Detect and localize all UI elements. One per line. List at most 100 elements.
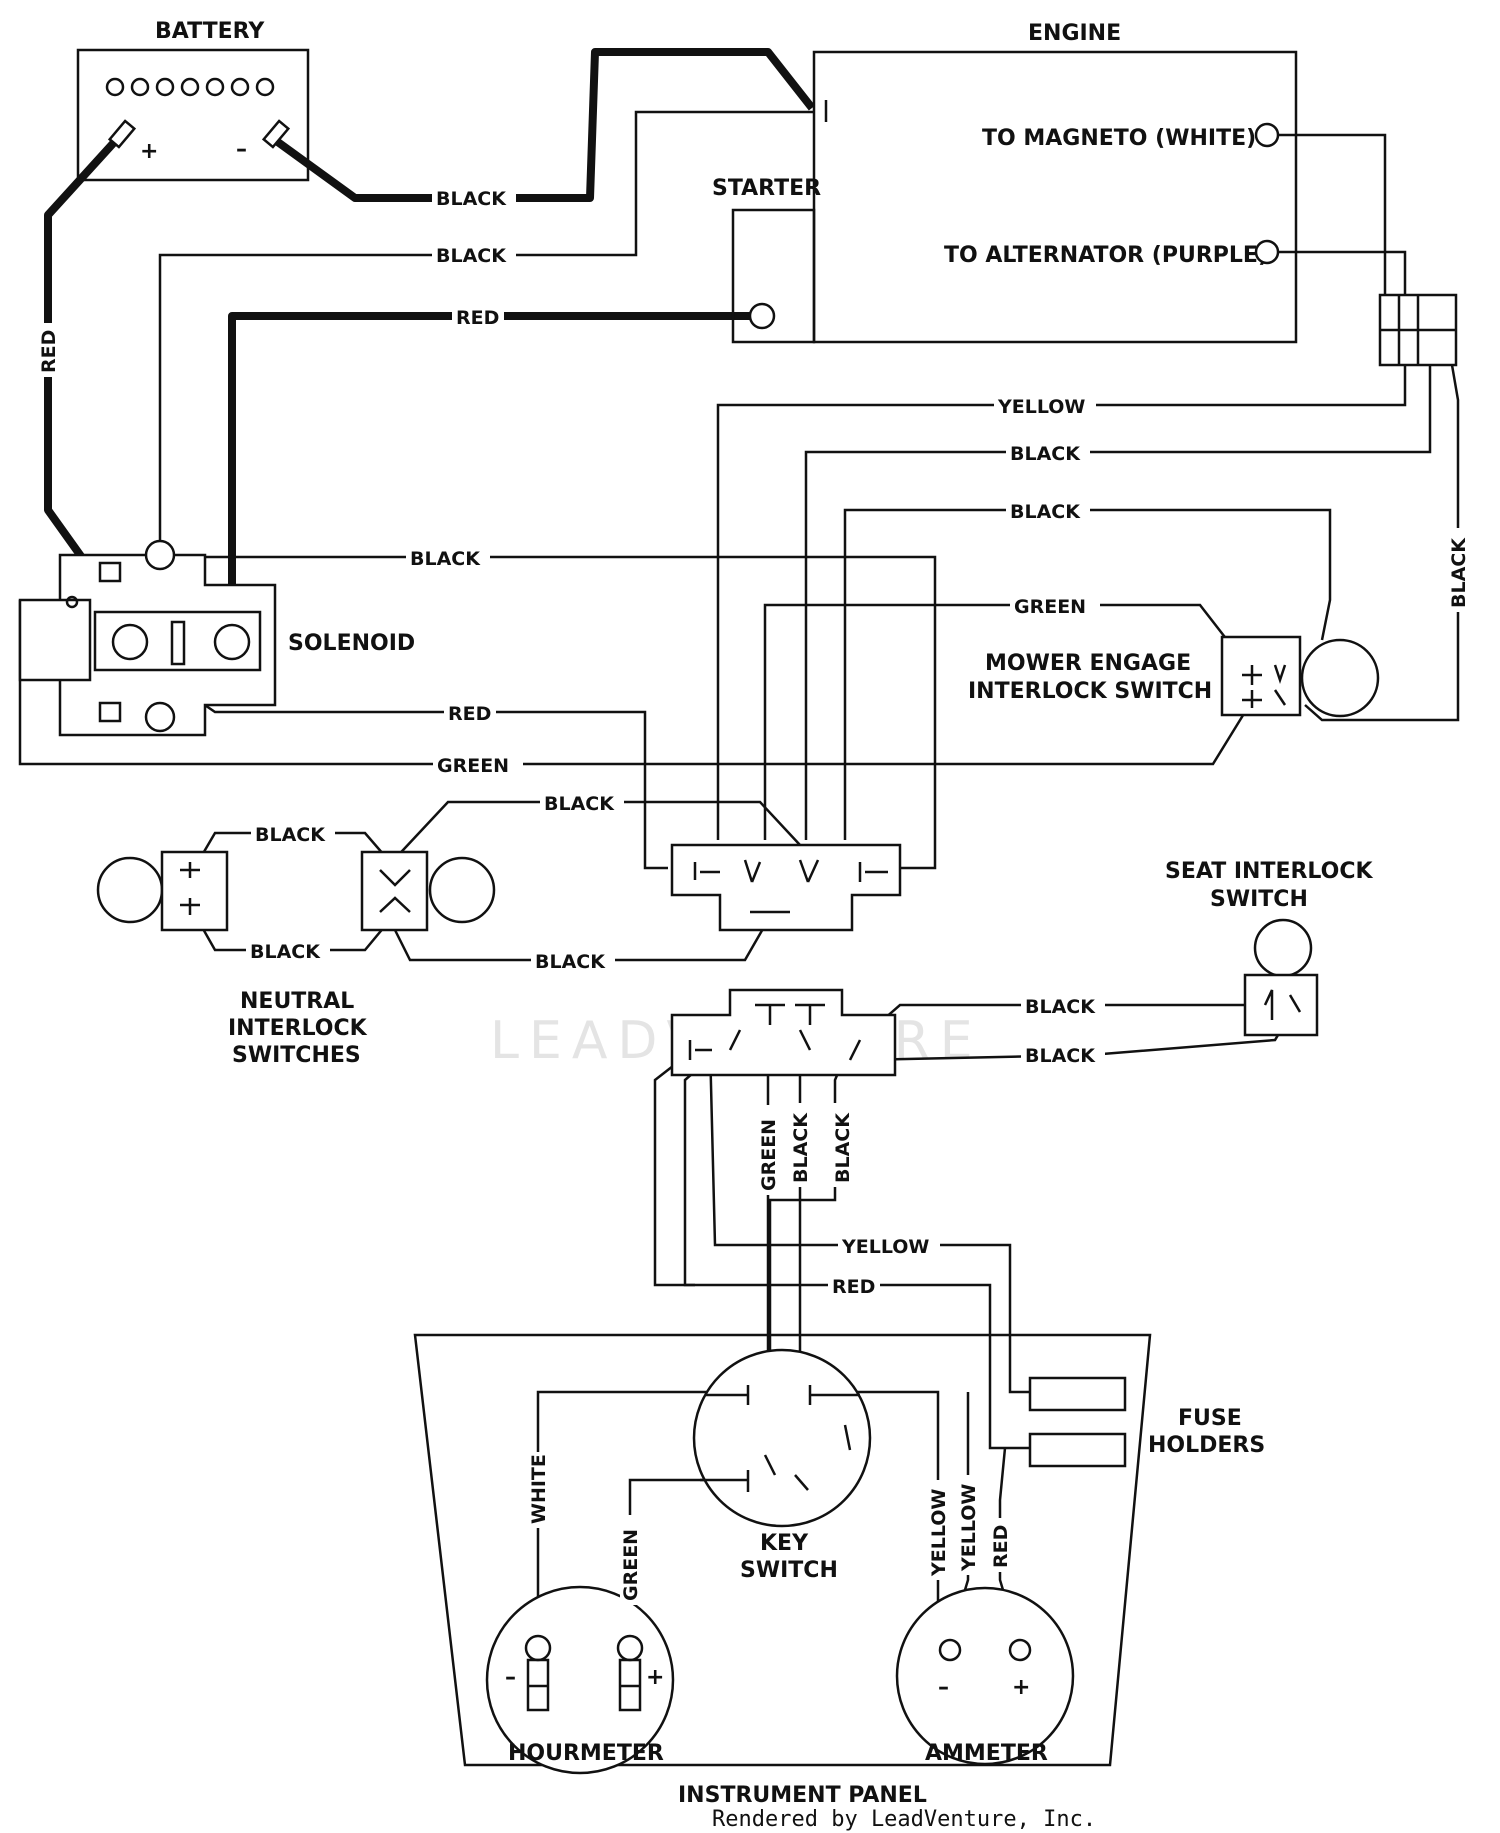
wire-label-black-5: BLACK [406, 546, 490, 570]
wire-connector-block [1378, 293, 1458, 367]
svg-text:GREEN: GREEN [437, 755, 509, 777]
wire-label-black-vertical-right: BLACK [1448, 528, 1470, 612]
wire-label-black-10: BLACK [1021, 994, 1105, 1018]
svg-text:BLACK: BLACK [436, 188, 507, 210]
wire-label-yellow-ammeter-b: YELLOW [958, 1475, 980, 1575]
wire-label-red-ammeter: RED [990, 1518, 1012, 1572]
starter-label: STARTER [712, 176, 821, 201]
center-plug-connector [670, 843, 902, 932]
battery-minus: – [236, 137, 247, 162]
starter [731, 208, 816, 344]
wire-label-yellow-1: YELLOW [994, 394, 1096, 418]
neutral-label-line1: NEUTRAL [240, 989, 354, 1014]
svg-text:BLACK: BLACK [410, 548, 481, 570]
svg-text:GREEN: GREEN [620, 1529, 642, 1601]
svg-text:RED: RED [448, 703, 491, 725]
wire-label-red-battery: RED [38, 323, 60, 377]
fuse-holder-lower [1028, 1432, 1127, 1468]
ammeter-plus: + [1012, 1675, 1030, 1700]
starter-terminal [748, 302, 776, 330]
key-switch-label-line1: KEY [760, 1531, 809, 1556]
wire-label-black-7: BLACK [251, 822, 335, 846]
svg-text:BLACK: BLACK [535, 951, 606, 973]
fuse-holders-label-line2: HOLDERS [1148, 1433, 1265, 1458]
hourmeter-label: HOURMETER [508, 1741, 664, 1766]
wire-label-green-hourmeter: GREEN [620, 1515, 642, 1605]
magneto-terminal [1254, 122, 1280, 148]
seat-interlock-label-line2: SWITCH [1210, 887, 1308, 912]
svg-text:RED: RED [832, 1276, 875, 1298]
wire-magneto [1278, 133, 1387, 295]
key-switch [692, 1348, 872, 1528]
wire-green-solenoid [18, 600, 1247, 766]
hourmeter-minus: – [505, 1665, 516, 1690]
magneto-label: TO MAGNETO (WHITE) [982, 126, 1256, 151]
solenoid-terminal-right [213, 623, 251, 661]
battery-negative-terminal [261, 119, 291, 149]
seat-interlock-label-line1: SEAT INTERLOCK [1165, 859, 1374, 884]
wire-label-black-vertical-a: BLACK [790, 1103, 812, 1187]
wire-label-black-6: BLACK [540, 791, 624, 815]
svg-text:RED: RED [456, 307, 499, 329]
svg-text:BLACK: BLACK [436, 245, 507, 267]
wire-down-left [653, 1044, 701, 1287]
wire-label-yellow-ammeter-a: YELLOW [928, 1480, 950, 1580]
svg-text:YELLOW: YELLOW [928, 1489, 950, 1577]
key-switch-label-line2: SWITCH [740, 1558, 838, 1583]
svg-text:BLACK: BLACK [1025, 1045, 1096, 1067]
wire-label-green-2: GREEN [433, 753, 523, 777]
lower-plug-connector [670, 988, 897, 1077]
wire-label-red-3: RED [828, 1274, 880, 1298]
wire-black-mower [843, 508, 1332, 840]
footer-credit: Rendered by LeadVenture, Inc. [712, 1807, 1096, 1832]
wire-label-red-2: RED [444, 701, 496, 725]
wire-black-right [1304, 364, 1460, 722]
svg-text:BLACK: BLACK [1010, 501, 1081, 523]
ammeter [895, 1586, 1075, 1766]
engine [812, 50, 1298, 344]
neutral-label-line3: SWITCHES [232, 1043, 361, 1068]
wire-label-black-2: BLACK [432, 243, 516, 267]
svg-text:BLACK: BLACK [832, 1112, 854, 1183]
battery-positive-cable [44, 135, 132, 625]
seat-interlock-switch [1243, 918, 1319, 1037]
svg-text:BLACK: BLACK [1010, 443, 1081, 465]
wire-label-black-11: BLACK [1021, 1043, 1105, 1067]
mower-engage-switch [1220, 635, 1380, 718]
wire-alternator [1278, 250, 1407, 295]
mower-engage-label-line2: INTERLOCK SWITCH [968, 679, 1212, 704]
wire-label-black-9: BLACK [531, 949, 615, 973]
battery-positive-terminal [107, 119, 137, 149]
battery [76, 48, 310, 182]
svg-text:BLACK: BLACK [544, 793, 615, 815]
engine-label: ENGINE [1028, 21, 1121, 46]
battery-label: BATTERY [155, 19, 265, 44]
alternator-terminal [1254, 239, 1280, 265]
solenoid-label: SOLENOID [288, 631, 415, 656]
svg-text:BLACK: BLACK [250, 941, 321, 963]
svg-text:WHITE: WHITE [528, 1454, 550, 1524]
svg-text:YELLOW: YELLOW [841, 1236, 929, 1258]
solenoid-terminal-left [111, 623, 149, 661]
wire-label-yellow-2: YELLOW [838, 1234, 940, 1258]
wire-label-green-1: GREEN [1010, 594, 1100, 618]
wire-engine-ground-black [158, 110, 814, 540]
wire-label-black-vertical-b: BLACK [832, 1103, 854, 1187]
fuse-holders-label-line1: FUSE [1178, 1406, 1242, 1431]
svg-text:YELLOW: YELLOW [997, 396, 1085, 418]
battery-plus: + [140, 139, 158, 164]
instrument-panel-label: INSTRUMENT PANEL [678, 1783, 927, 1808]
wire-label-white-vertical: WHITE [528, 1452, 550, 1528]
neutral-label-line2: INTERLOCK [228, 1016, 368, 1041]
neutral-interlock-switch-right [360, 850, 496, 932]
wire-green-mower [763, 603, 1246, 840]
svg-text:BLACK: BLACK [1448, 537, 1470, 608]
solenoid-to-starter-cable [228, 312, 760, 622]
svg-text:BLACK: BLACK [790, 1112, 812, 1183]
battery-cells [105, 77, 275, 97]
hourmeter-plus: + [646, 1665, 664, 1690]
wire-label-black-8: BLACK [246, 939, 330, 963]
wire-label-black-4: BLACK [1006, 499, 1090, 523]
svg-text:RED: RED [38, 330, 60, 373]
